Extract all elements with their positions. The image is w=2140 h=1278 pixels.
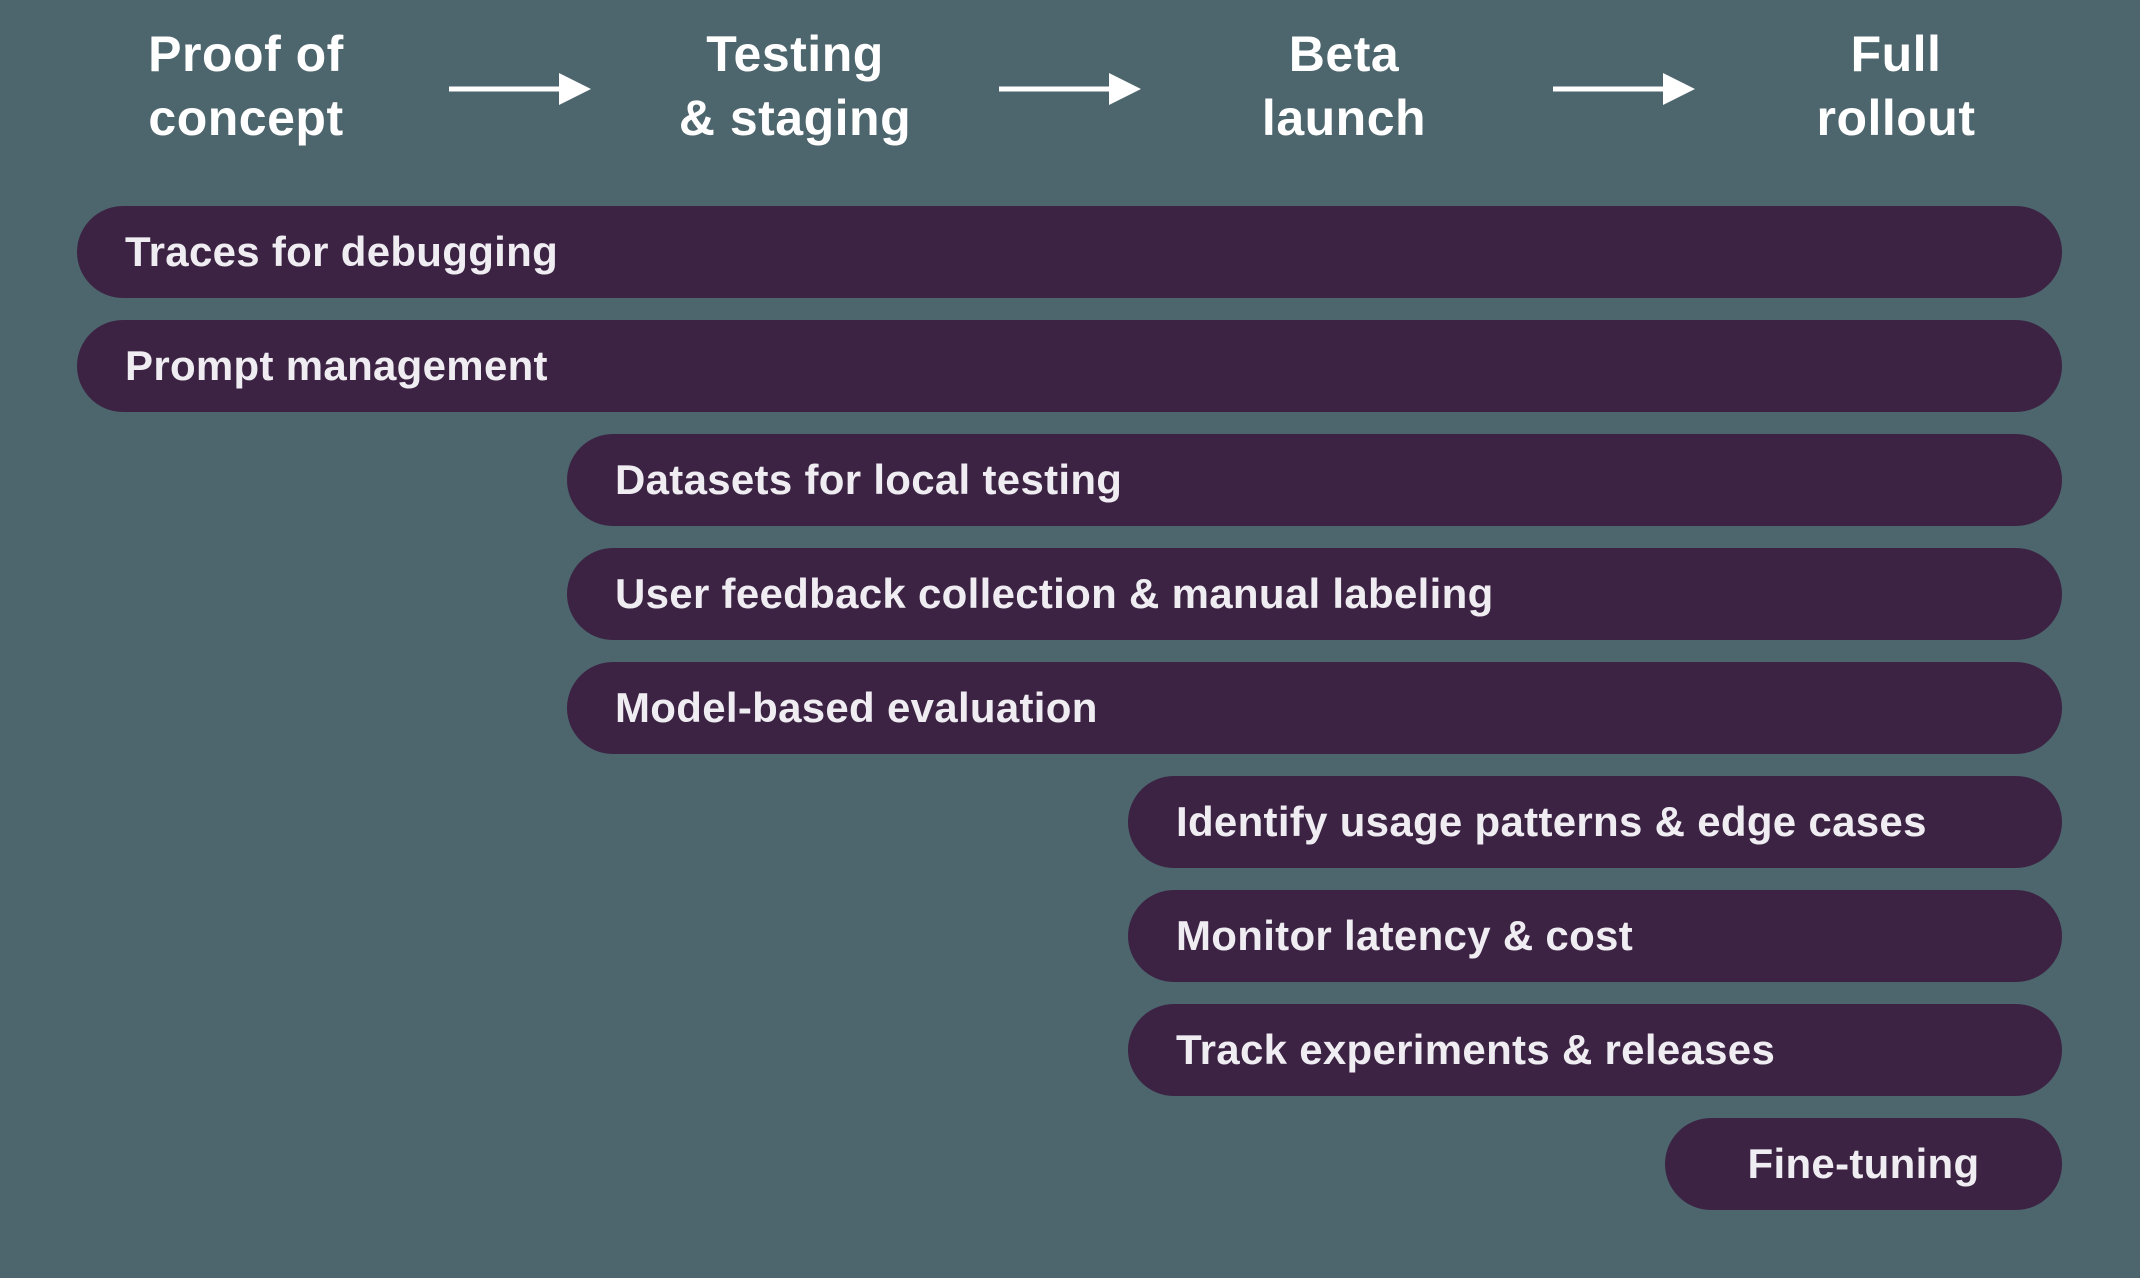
phase-header-full-rollout: Full rollout — [1816, 26, 1976, 146]
bar-label: Track experiments & releases — [1176, 1026, 1776, 1073]
bar-monitor-latency-cost: Monitor latency & cost — [1128, 890, 2062, 982]
bar-label: Datasets for local testing — [615, 456, 1123, 503]
phase-header-proof-of-concept: Proof of concept — [148, 26, 344, 146]
bar-label: Monitor latency & cost — [1176, 912, 1633, 959]
bar-user-feedback-collection: User feedback collection & manual labeli… — [567, 548, 2062, 640]
arrow-right-icon — [449, 73, 591, 105]
bar-label: Prompt management — [125, 342, 548, 389]
bar-label: Identify usage patterns & edge cases — [1176, 798, 1927, 845]
bar-datasets-for-local-testing: Datasets for local testing — [567, 434, 2062, 526]
bar-label: Model-based evaluation — [615, 684, 1098, 731]
bar-identify-usage-patterns: Identify usage patterns & edge cases — [1128, 776, 2062, 868]
phase-header-testing-staging: Testing & staging — [678, 26, 912, 146]
bar-fine-tuning: Fine-tuning — [1665, 1118, 2062, 1210]
bar-traces-for-debugging: Traces for debugging — [77, 206, 2062, 298]
bar-track-experiments-releases: Track experiments & releases — [1128, 1004, 2062, 1096]
bar-model-based-evaluation: Model-based evaluation — [567, 662, 2062, 754]
arrow-right-icon — [999, 73, 1141, 105]
bar-label: Traces for debugging — [125, 228, 559, 275]
bar-label: Fine-tuning — [1747, 1140, 1980, 1187]
phase-header-beta-launch: Beta launch — [1261, 26, 1427, 146]
bar-prompt-management: Prompt management — [77, 320, 2062, 412]
arrow-right-icon — [1553, 73, 1695, 105]
bar-label: User feedback collection & manual labeli… — [615, 570, 1494, 617]
